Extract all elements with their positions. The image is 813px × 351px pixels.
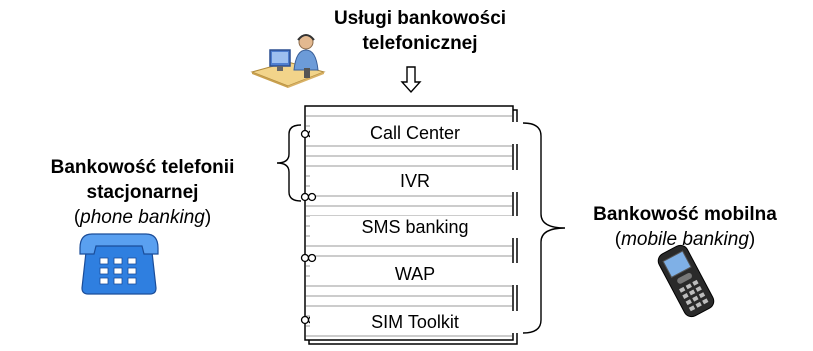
- service-ivr: IVR: [310, 170, 520, 192]
- service-wap: WAP: [310, 263, 520, 285]
- landline-banking-label: Bankowość telefonii stacjonarnej (phone …: [0, 155, 285, 230]
- mobile-phone-icon: [657, 244, 715, 318]
- phone-banking-term: phone banking: [80, 207, 205, 228]
- down-arrow-icon: [400, 66, 422, 94]
- landline-label-line-1: Bankowość telefonii: [50, 157, 235, 178]
- landline-label-line-3: (phone banking): [0, 205, 285, 230]
- service-call-center: Call Center: [310, 122, 520, 144]
- title-line-1: Usługi bankowości: [333, 8, 507, 29]
- mobile-banking-term: mobile banking: [621, 229, 749, 250]
- paren-open: (: [73, 207, 81, 228]
- mobile-banking-label: Bankowość mobilna (mobile banking): [565, 202, 805, 252]
- paren-close: ): [748, 229, 756, 250]
- mobile-label-line-1: Bankowość mobilna: [593, 204, 777, 225]
- landline-phone-icon: [79, 233, 159, 295]
- title-line-2: telefonicznej: [362, 33, 478, 54]
- paren-open: (: [614, 229, 622, 250]
- service-sim-toolkit: SIM Toolkit: [310, 311, 520, 333]
- landline-label-line-2: stacjonarnej: [86, 182, 199, 203]
- right-brace: [522, 122, 566, 334]
- paren-close: ): [204, 207, 212, 228]
- mobile-label-line-2: (mobile banking): [565, 227, 805, 252]
- diagram-title: Usługi bankowości telefonicznej: [270, 6, 570, 56]
- call-center-operator-icon: [250, 34, 326, 88]
- left-brace: [276, 124, 302, 202]
- service-sms-banking: SMS banking: [310, 216, 520, 238]
